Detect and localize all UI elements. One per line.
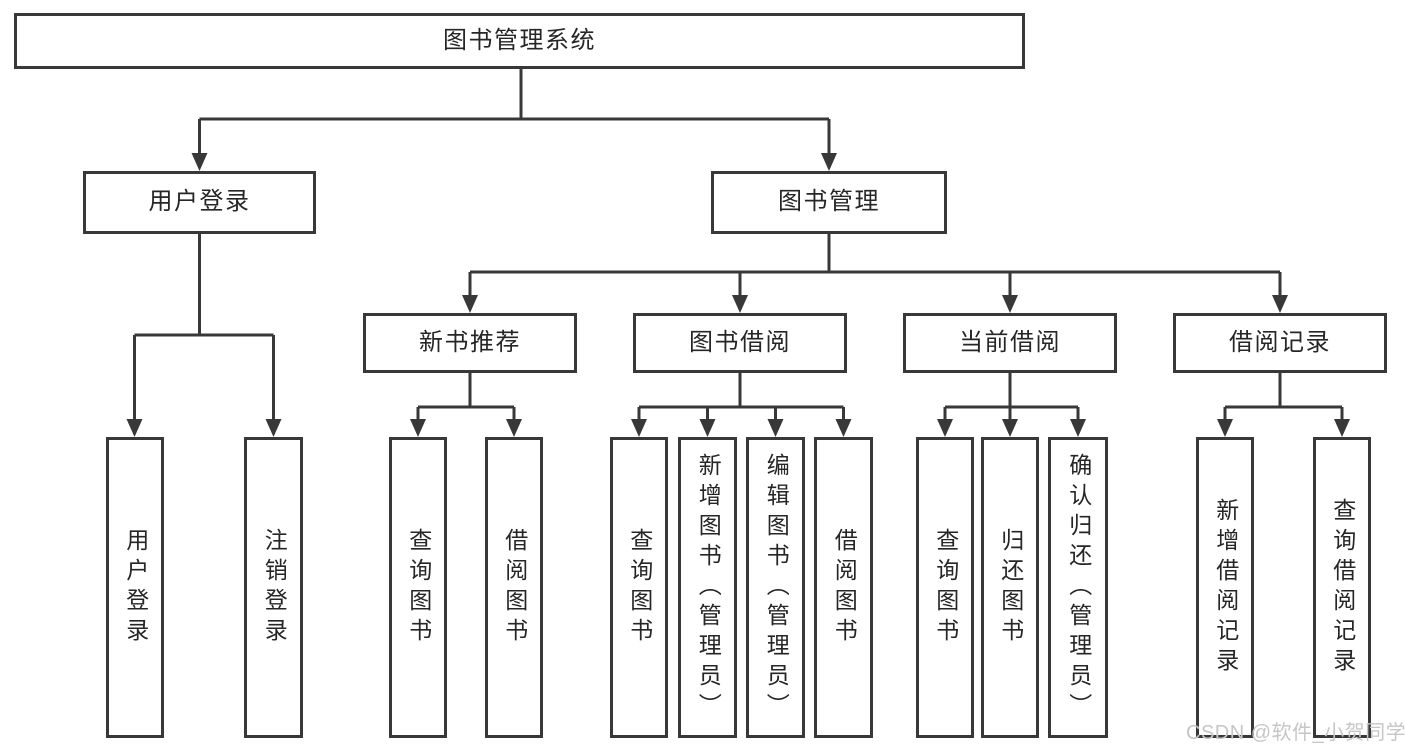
leaf-bb-edit-books-admin-label: 编辑图书（管理员） <box>763 452 790 723</box>
node-root-label: 图书管理系统 <box>443 26 596 54</box>
leaf-cb-confirm-return-admin-label: 确认归还（管理员） <box>1065 452 1092 723</box>
leaf-bb-query-books: 查询图书 <box>610 437 668 738</box>
connector-book-management <box>462 234 1288 313</box>
leaf-bb-add-books-admin: 新增图书（管理员） <box>678 437 737 738</box>
leaf-cb-confirm-return-admin: 确认归还（管理员） <box>1048 437 1108 738</box>
node-book-management-label: 图书管理 <box>778 188 880 216</box>
leaf-bb-borrow-books: 借阅图书 <box>814 437 873 738</box>
node-book-borrow: 图书借阅 <box>633 313 847 373</box>
node-user-login: 用户登录 <box>83 171 316 234</box>
connector-book-borrow <box>631 373 852 437</box>
connector-user-login <box>126 234 282 437</box>
leaf-logout-login: 注销登录 <box>244 437 303 738</box>
connector-borrow-records <box>1217 373 1350 437</box>
connector-current-borrow <box>937 373 1086 437</box>
leaf-cb-query-books-label: 查询图书 <box>932 527 959 648</box>
node-current-borrow: 当前借阅 <box>903 313 1117 373</box>
node-book-borrow-label: 图书借阅 <box>689 328 791 356</box>
connector-new-book-recommend <box>410 373 522 437</box>
leaf-nbr-borrow-books-label: 借阅图书 <box>501 527 528 648</box>
leaf-bb-edit-books-admin: 编辑图书（管理员） <box>746 437 805 738</box>
leaf-br-add-record-label: 新增借阅记录 <box>1212 497 1239 678</box>
node-borrow-records: 借阅记录 <box>1173 313 1387 373</box>
node-new-book-recommend-label: 新书推荐 <box>419 328 521 356</box>
connector-root <box>191 69 837 171</box>
leaf-nbr-query-books-label: 查询图书 <box>405 527 432 648</box>
leaf-br-query-record: 查询借阅记录 <box>1313 437 1371 738</box>
leaf-br-query-record-label: 查询借阅记录 <box>1329 497 1356 678</box>
leaf-bb-borrow-books-label: 借阅图书 <box>831 527 858 648</box>
node-current-borrow-label: 当前借阅 <box>959 328 1061 356</box>
node-borrow-records-label: 借阅记录 <box>1229 328 1331 356</box>
leaf-bb-query-books-label: 查询图书 <box>626 527 653 648</box>
leaf-cb-query-books: 查询图书 <box>916 437 974 738</box>
leaf-nbr-query-books: 查询图书 <box>389 437 447 738</box>
watermark-text: CSDN @软件_小贺同学 <box>1186 722 1405 744</box>
leaf-br-add-record: 新增借阅记录 <box>1196 437 1254 738</box>
leaf-cb-return-books: 归还图书 <box>981 437 1039 738</box>
node-user-login-label: 用户登录 <box>148 188 251 216</box>
node-new-book-recommend: 新书推荐 <box>363 313 577 373</box>
leaf-nbr-borrow-books: 借阅图书 <box>485 437 543 738</box>
leaf-bb-add-books-admin-label: 新增图书（管理员） <box>695 452 722 723</box>
leaf-user-login-label: 用户登录 <box>122 527 149 648</box>
leaf-cb-return-books-label: 归还图书 <box>997 527 1024 648</box>
node-root: 图书管理系统 <box>14 13 1025 69</box>
node-book-management: 图书管理 <box>711 171 947 234</box>
leaf-user-login: 用户登录 <box>106 437 164 738</box>
leaf-logout-login-label: 注销登录 <box>261 527 288 648</box>
